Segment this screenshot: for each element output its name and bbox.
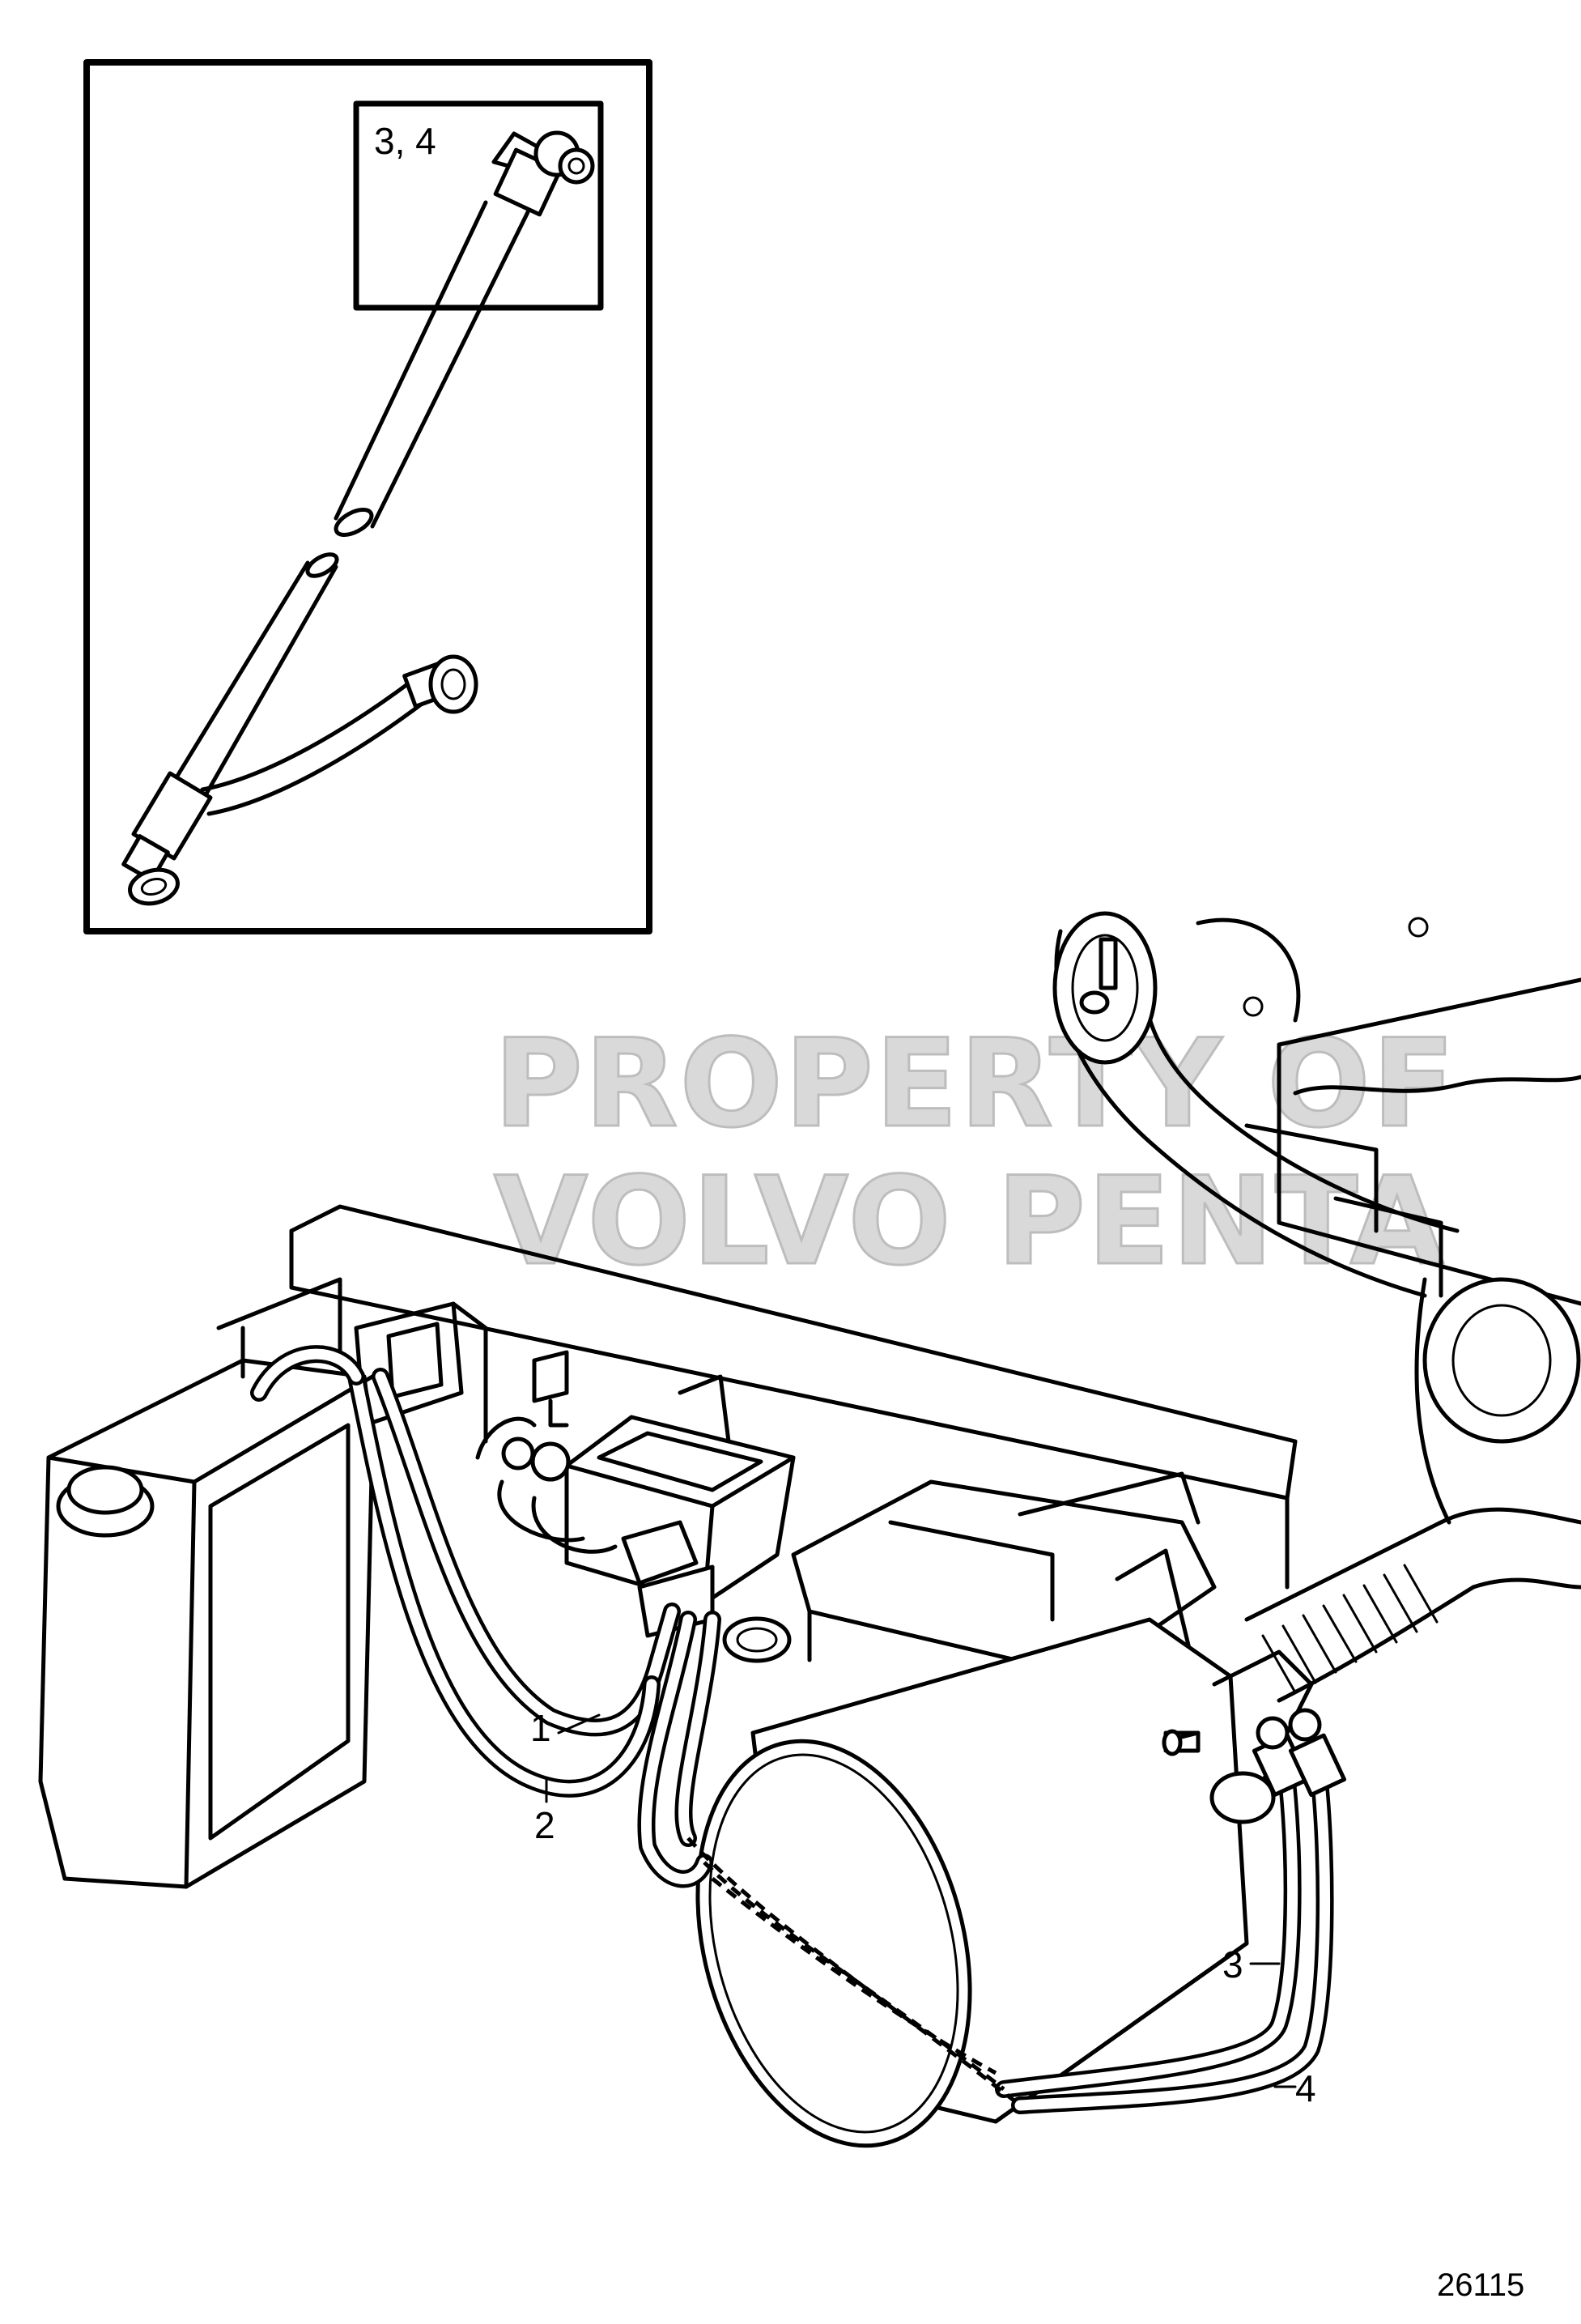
main-assembly	[38, 911, 1581, 2148]
inset-hose-lower	[121, 552, 478, 906]
watermark: PROPERTY OF VOLVO PENTA	[493, 1013, 1456, 1294]
callout-3: 3	[1222, 1943, 1243, 1986]
hoses-hidden-section	[686, 1837, 1022, 2107]
inset-frame	[83, 59, 652, 934]
inset-detail-label: 3, 4	[374, 120, 436, 162]
figure-number: 26115	[1437, 2267, 1524, 2303]
watermark-line-2: VOLVO PENTA	[494, 1151, 1446, 1292]
control-unit	[501, 1350, 796, 1663]
callout-4: 4	[1295, 2067, 1316, 2109]
inset-hose-upper	[334, 130, 595, 537]
bolt	[1162, 1729, 1201, 1756]
engine-block	[1244, 977, 1581, 1525]
fluid-tank	[38, 1277, 375, 1889]
hose-3	[637, 1611, 1302, 2098]
corrugated-hose	[1244, 1507, 1581, 1703]
hose-2	[347, 1368, 661, 1798]
callout-1: 1	[530, 1707, 551, 1749]
inset-detail: 3, 4	[83, 59, 652, 934]
frame-beam	[289, 1204, 1298, 1590]
hose-connectors-right	[1252, 1708, 1347, 1797]
callouts: 1 2 3 4	[530, 1707, 1316, 2109]
callout-2: 2	[534, 1804, 555, 1846]
tank-wiring	[250, 1345, 618, 1554]
callout-1-leader	[557, 1713, 601, 1734]
watermark-line-1: PROPERTY OF	[494, 1014, 1456, 1155]
hose-4	[674, 1611, 1334, 2114]
hose-1	[372, 1368, 681, 1737]
